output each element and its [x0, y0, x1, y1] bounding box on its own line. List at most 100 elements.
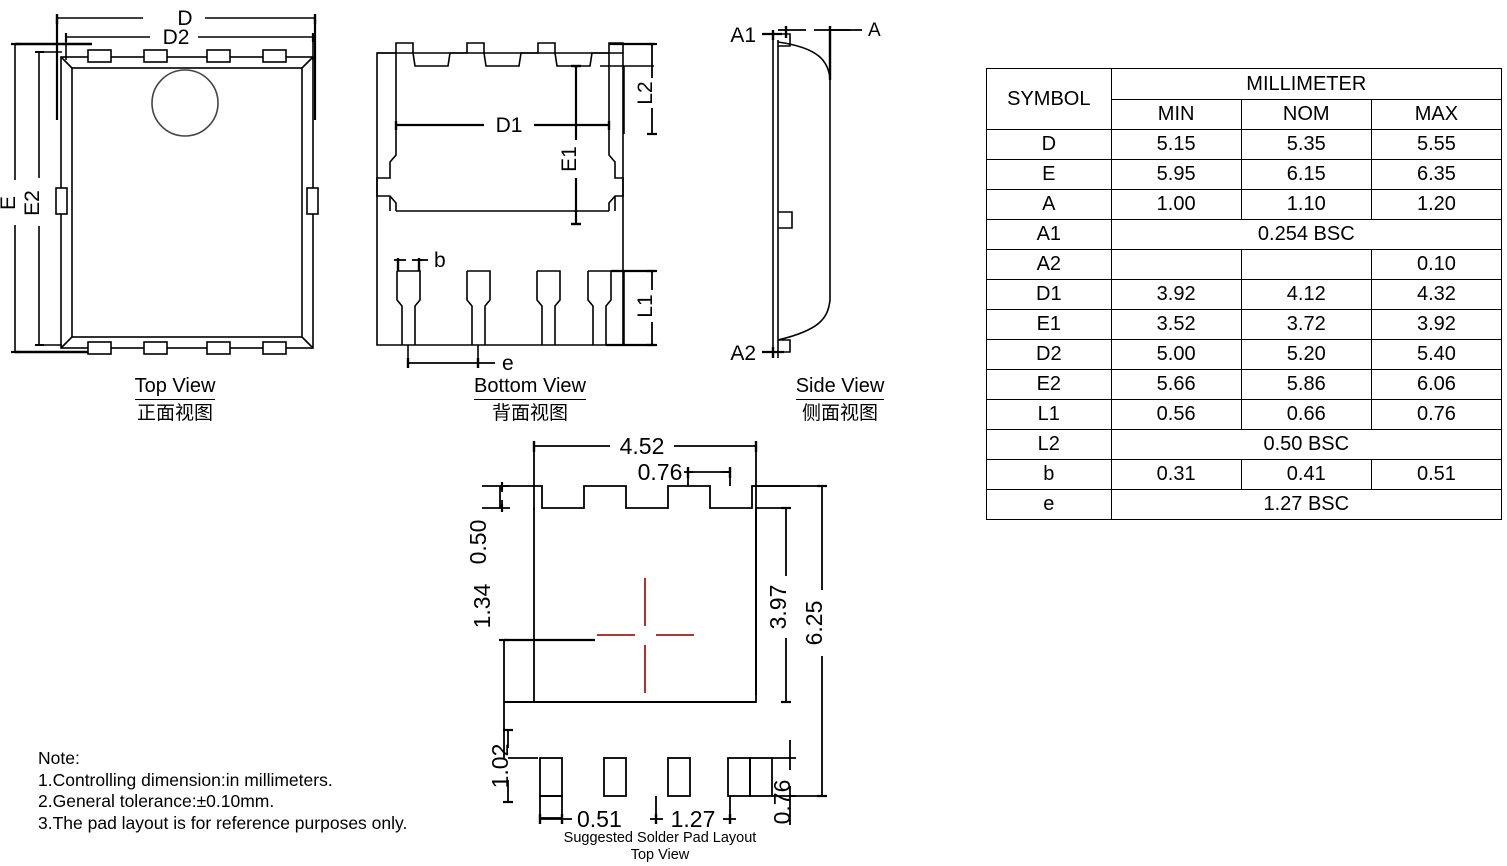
cell-max: 5.40 [1370, 339, 1503, 370]
pad-dim-pad-width-top: 0.76 [638, 459, 683, 485]
cell-max: 0.76 [1370, 399, 1503, 430]
bottom-view-drawing: D1 E1 L2 L1 b e [360, 0, 680, 380]
cell-max: 0.51 [1370, 459, 1503, 490]
cell-min [1110, 249, 1242, 280]
side-view-caption: Side View 侧面视图 [765, 375, 915, 425]
top-view-caption-cn: 正面视图 [136, 402, 213, 424]
solder-pad-caption: Suggested Solder Pad Layout Top View [500, 830, 820, 864]
center-mark-crosshair [597, 578, 694, 693]
note-item-1: 1.Controlling dimension:in millimeters. [38, 769, 333, 790]
cell-nom: 6.15 [1240, 159, 1372, 190]
cell-nom: 5.20 [1240, 339, 1372, 370]
note-item-3: 3.The pad layout is for reference purpos… [38, 812, 408, 833]
side-view-dim-a1: A1 [730, 24, 756, 47]
bottom-view-dim-b: b [434, 249, 446, 272]
header-millimeter: MILLIMETER [1110, 68, 1503, 100]
cell-symbol: L2 [986, 429, 1112, 460]
top-view-caption-en: Top View [134, 375, 216, 400]
top-view-dim-e2: E2 [21, 190, 44, 216]
cell-nom: 0.41 [1240, 459, 1372, 490]
bottom-view-caption-en: Bottom View [474, 375, 586, 400]
pad-dim-bottom-pad-height: 1.02 [487, 744, 513, 789]
cell-nom: 5.86 [1240, 369, 1372, 400]
cell-max: 1.20 [1370, 189, 1503, 220]
bottom-view-dim-e1: E1 [558, 146, 581, 172]
cell-nom [1240, 249, 1372, 280]
cell-nom: 0.66 [1240, 399, 1372, 430]
cell-symbol: A2 [986, 249, 1112, 280]
top-view-caption: Top View 正面视图 [95, 375, 255, 425]
solder-pad-layout-drawing: 4.52 0.76 0.50 1.34 3.97 6.25 1.02 0.51 … [460, 430, 860, 830]
cell-value-span: 0.254 BSC [1110, 219, 1503, 250]
cell-min: 0.56 [1110, 399, 1242, 430]
cell-max: 4.32 [1370, 279, 1503, 310]
pad-dim-outer-height: 6.25 [801, 601, 827, 646]
side-view-drawing: A1 A A2 [710, 0, 910, 380]
bottom-view-caption-cn: 背面视图 [491, 402, 568, 424]
cell-symbol: e [986, 489, 1112, 520]
cell-nom: 3.72 [1240, 309, 1372, 340]
cell-min: 1.00 [1110, 189, 1242, 220]
dimension-table-head: SYMBOL MILLIMETER MIN NOM MAX [986, 68, 1503, 130]
pad-dim-corner-pad-width: 0.76 [769, 780, 795, 825]
table-row: A2 0.10 [986, 249, 1503, 280]
cell-symbol: b [986, 459, 1112, 490]
bottom-view-dim-l2: L2 [634, 81, 657, 104]
cell-nom: 5.35 [1240, 129, 1372, 160]
cell-symbol: L1 [986, 399, 1112, 430]
note-item-2: 2.General tolerance:±0.10mm. [38, 791, 275, 811]
header-max: MAX [1370, 99, 1503, 130]
top-view-drawing: D D2 E E2 [0, 0, 350, 380]
cell-min: 5.95 [1110, 159, 1242, 190]
header-nom: NOM [1240, 99, 1372, 130]
cell-min: 5.66 [1110, 369, 1242, 400]
pin1-indicator-circle [151, 69, 219, 137]
cell-max: 3.92 [1370, 309, 1503, 340]
cell-symbol: E2 [986, 369, 1112, 400]
top-view-dim-d2: D2 [163, 26, 190, 49]
pad-dim-pitch: 1.27 [671, 806, 716, 830]
table-header-row-2: MIN NOM MAX [987, 99, 1503, 130]
cell-max: 0.10 [1370, 249, 1503, 280]
side-view-caption-en: Side View [795, 375, 885, 400]
cell-min: 5.15 [1110, 129, 1242, 160]
cell-nom: 1.10 [1240, 189, 1372, 220]
table-header-row-1: SYMBOL MILLIMETER [986, 68, 1503, 130]
header-symbol: SYMBOL [986, 68, 1112, 130]
cell-symbol: E1 [986, 309, 1112, 340]
bottom-view-dim-e: e [502, 352, 514, 375]
bottom-view-caption: Bottom View 背面视图 [440, 375, 620, 425]
cell-min: 3.92 [1110, 279, 1242, 310]
cell-symbol: A [986, 189, 1112, 220]
cell-symbol: D2 [986, 339, 1112, 370]
bottom-view-dim-d1: D1 [496, 114, 523, 137]
cell-symbol: D [986, 129, 1112, 160]
cell-max: 6.35 [1370, 159, 1503, 190]
cell-symbol: A1 [986, 219, 1112, 250]
header-min: MIN [1110, 99, 1242, 130]
side-view-dim-a: A [868, 20, 881, 41]
cell-value-span: 1.27 BSC [1110, 489, 1503, 520]
cell-min: 5.00 [1110, 339, 1242, 370]
side-view-caption-cn: 侧面视图 [801, 402, 878, 424]
side-view-dim-a2: A2 [730, 342, 756, 365]
notes-title: Note: [38, 748, 80, 768]
top-view-dim-e: E [0, 196, 20, 210]
bottom-view-dim-l1: L1 [634, 294, 657, 317]
solder-pad-caption-line1: Suggested Solder Pad Layout [563, 830, 757, 846]
cell-value-span: 0.50 BSC [1110, 429, 1503, 460]
pad-dim-bottom-pad-width: 0.51 [577, 806, 622, 830]
cell-min: 3.52 [1110, 309, 1242, 340]
